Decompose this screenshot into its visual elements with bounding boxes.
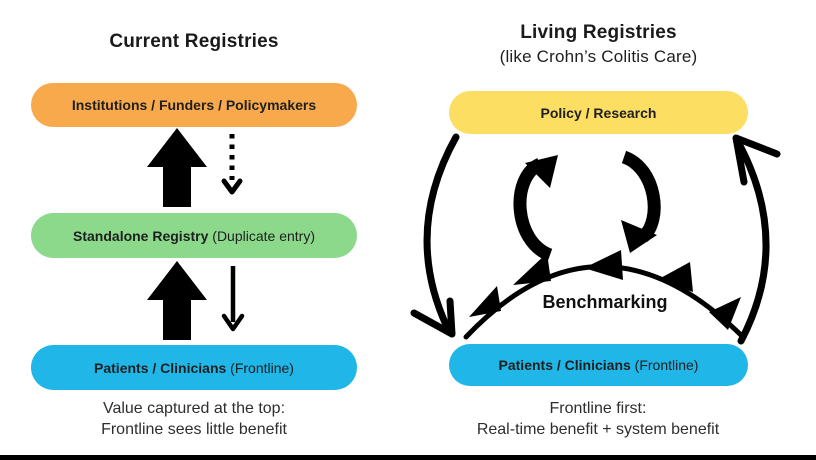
box-label-bold: Standalone Registry xyxy=(73,227,209,244)
box-standalone-registry: Standalone Registry (Duplicate entry) xyxy=(31,213,357,258)
benchmarking-label: Benchmarking xyxy=(542,292,668,312)
dashed-down-arrow-icon xyxy=(221,134,243,195)
left-caption-line2: Frontline sees little benefit xyxy=(101,421,287,438)
right-panel-title-block: Living Registries (like Crohn’s Colitis … xyxy=(449,22,748,67)
box-patients-clinicians-right: Patients / Clinicians (Frontline) xyxy=(449,344,748,386)
right-panel-title: Living Registries xyxy=(520,22,677,43)
thin-down-arrow-icon xyxy=(221,266,245,332)
box-patients-clinicians-left: Patients / Clinicians (Frontline) xyxy=(31,345,357,390)
left-panel-title: Current Registries xyxy=(109,31,279,52)
cycle-arrow-left-icon xyxy=(513,155,558,262)
box-policy-research: Policy / Research xyxy=(449,91,748,134)
box-label-regular: (Frontline) xyxy=(630,357,699,373)
cycle-arrow-right-icon xyxy=(621,150,661,253)
up-arrow-icon xyxy=(147,261,207,340)
box-label-bold: Institutions / Funders / Policymakers xyxy=(71,97,317,113)
box-label-bold: Patients / Clinicians xyxy=(94,359,227,376)
left-loop-arrow-icon xyxy=(410,133,460,338)
left-caption: Value captured at the top: Frontline see… xyxy=(31,398,357,440)
right-panel-subtitle: (like Crohn’s Colitis Care) xyxy=(499,47,698,66)
up-arrow-icon xyxy=(147,128,207,207)
box-label-regular: (Frontline) xyxy=(226,359,294,376)
box-institutions-funders-policymakers: Institutions / Funders / Policymakers xyxy=(31,83,357,127)
right-caption: Frontline first: Real-time benefit + sys… xyxy=(438,398,758,440)
bottom-divider-bar xyxy=(0,455,816,460)
right-caption-line1: Frontline first: xyxy=(549,400,647,417)
right-loop-arrow-icon xyxy=(732,134,781,345)
left-caption-line1: Value captured at the top: xyxy=(102,400,286,417)
benchmarking-arc-icon xyxy=(463,250,746,340)
box-label-bold: Policy / Research xyxy=(540,104,657,121)
box-label-regular: (Duplicate entry) xyxy=(208,227,315,244)
right-caption-line2: Real-time benefit + system benefit xyxy=(476,421,720,438)
box-label-bold: Patients / Clinicians xyxy=(498,357,631,373)
